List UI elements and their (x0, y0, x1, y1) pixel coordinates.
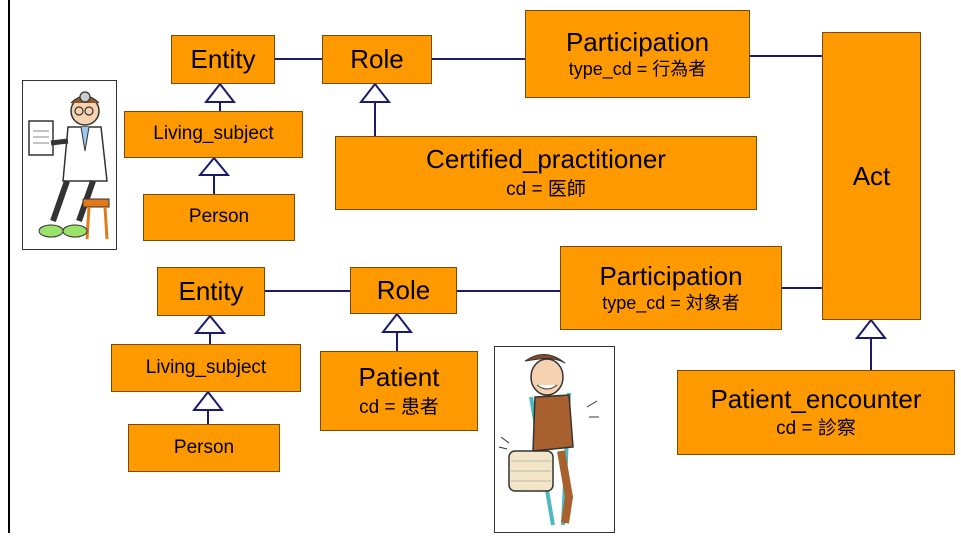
inherit-arrow-living-to-entity-top (203, 82, 237, 103)
inherit-arrow-person-to-living-bottom (191, 390, 225, 411)
bottom-participation-title: Participation (599, 260, 743, 291)
bottom-entity-label: Entity (178, 276, 244, 307)
patient-on-crutches-clipart-icon (494, 346, 615, 533)
inherit-arrow-patient-to-role (380, 312, 414, 333)
top-person-label: Person (188, 206, 250, 228)
act-label: Act (852, 160, 891, 191)
top-person-box: Person (143, 194, 295, 241)
bottom-person-box: Person (128, 424, 280, 472)
patient-title: Patient (358, 362, 440, 393)
bottom-role-label: Role (376, 275, 431, 306)
bottom-living-subject-box: Living_subject (111, 344, 301, 392)
bottom-role-box: Role (350, 267, 457, 314)
inherit-arrow-living-to-entity-bottom (193, 314, 227, 334)
top-role-box: Role (322, 35, 432, 84)
inherit-arrow-encounter-to-act (854, 318, 888, 339)
top-entity-box: Entity (171, 35, 275, 84)
top-participation-title: Participation (565, 26, 710, 57)
certified-practitioner-title: Certified_practitioner (426, 144, 666, 175)
top-role-label: Role (350, 44, 404, 75)
left-border-line (8, 0, 10, 533)
top-entity-label: Entity (190, 44, 256, 75)
bottom-participation-type: type_cd = 対象者 (602, 293, 740, 314)
top-living-subject-label: Living_subject (153, 123, 274, 145)
bottom-living-subject-label: Living_subject (145, 356, 267, 378)
certified-practitioner-box: Certified_practitioner cd = 医師 (335, 136, 757, 210)
bottom-entity-box: Entity (157, 267, 265, 316)
top-participation-box: Participation type_cd = 行為者 (525, 10, 750, 98)
patient-box: Patient cd = 患者 (320, 351, 478, 431)
act-box: Act (822, 32, 921, 320)
bottom-participation-box: Participation type_cd = 対象者 (560, 246, 782, 330)
top-participation-type: type_cd = 行為者 (568, 59, 707, 80)
patient-encounter-title: Patient_encounter (710, 383, 922, 414)
doctor-clipart-icon (22, 80, 117, 250)
inherit-arrow-practitioner-to-role (358, 82, 392, 103)
patient-encounter-cd: cd = 診察 (776, 418, 856, 440)
top-living-subject-box: Living_subject (124, 111, 303, 158)
inherit-arrow-person-to-living-top (197, 156, 231, 176)
patient-encounter-box: Patient_encounter cd = 診察 (677, 370, 955, 455)
bottom-person-label: Person (173, 436, 235, 458)
certified-practitioner-cd: cd = 医師 (506, 178, 586, 200)
patient-cd: cd = 患者 (359, 396, 439, 418)
